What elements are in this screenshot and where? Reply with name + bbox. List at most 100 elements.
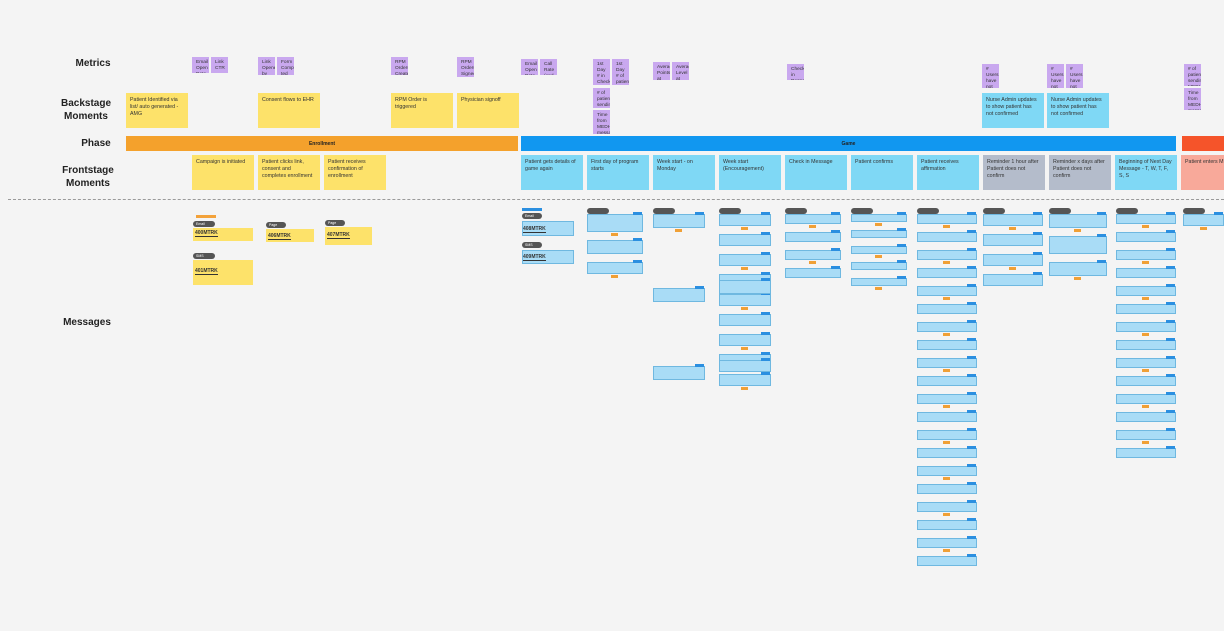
message-card (917, 448, 977, 458)
message-card (983, 234, 1043, 246)
backstage-sticky: Nurse Admin updates to show patient has … (1047, 93, 1109, 128)
message-tag (741, 307, 748, 310)
message-card (917, 286, 977, 296)
metric-sticky: Link Opened by X (258, 57, 275, 75)
metric-sticky: Time from MEDHELP message to Nurse Inter… (593, 110, 610, 134)
backstage-sticky: Nurse Admin updates to show patient has … (982, 93, 1044, 128)
message-tag (831, 212, 840, 215)
backstage-sticky: Patient Identified via list/ auto genera… (126, 93, 188, 128)
message-tag (831, 248, 840, 251)
message-tag (875, 255, 882, 258)
message-card (917, 520, 977, 530)
message-tag (1142, 441, 1149, 444)
phase-bar-next (1182, 136, 1224, 151)
message-card (917, 484, 977, 494)
message-card (719, 360, 771, 372)
message-tag (967, 338, 976, 341)
message-tag (695, 364, 704, 367)
message-tag (741, 387, 748, 390)
message-tag (897, 228, 906, 231)
frontstage-sticky: Reminder 1 hour after Patient does not c… (983, 155, 1045, 190)
frontstage-sticky: Week start - on Monday (653, 155, 715, 190)
message-tag (967, 248, 976, 251)
message-card (785, 232, 841, 242)
message-tag (761, 332, 770, 335)
metric-sticky: 1st Day # in Check-in Response Rate (593, 59, 610, 85)
message-channel-chip (983, 208, 1005, 214)
message-card (1116, 412, 1176, 422)
message-tag (967, 464, 976, 467)
message-tag (761, 352, 770, 355)
message-card (917, 394, 977, 404)
message-card (917, 412, 977, 422)
message-card (917, 268, 977, 278)
message-card (1116, 232, 1176, 242)
message-tag (741, 227, 748, 230)
message-tag (633, 260, 642, 263)
message-channel-chip: Email (193, 221, 215, 227)
message-tag (1009, 267, 1016, 270)
message-code: 400MTRK (195, 230, 218, 237)
message-tag (967, 500, 976, 503)
message-card (266, 229, 314, 242)
row-label-backstage: Backstage Moments (60, 98, 112, 122)
message-tag (943, 513, 950, 516)
message-channel-chip (851, 208, 873, 214)
message-channel-chip: SMS (522, 242, 542, 248)
message-tag (1097, 260, 1106, 263)
frontstage-sticky: First day of program starts (587, 155, 649, 190)
metric-sticky: # of patients sending MEDHELP (593, 88, 610, 108)
message-card (719, 254, 771, 266)
metric-sticky: RPM Orders Signed MD # (457, 57, 474, 77)
message-tag (522, 208, 542, 211)
frontstage-sticky: Beginning of Next Day Message - T, W, T,… (1115, 155, 1177, 190)
message-tag (761, 372, 770, 375)
message-tag (1166, 410, 1175, 413)
phase-bar-enrollment: Enrollment (126, 136, 518, 151)
message-card (917, 502, 977, 512)
message-tag (1142, 333, 1149, 336)
message-channel-chip (1183, 208, 1205, 214)
metric-sticky: Time from MEDHELP message to Nurse Inter… (1184, 88, 1201, 110)
message-card (719, 334, 771, 346)
message-channel-chip (587, 208, 609, 214)
message-channel-chip (653, 208, 675, 214)
message-tag (967, 446, 976, 449)
message-card (1116, 286, 1176, 296)
message-tag (967, 356, 976, 359)
message-tag (1166, 284, 1175, 287)
message-card (851, 230, 907, 238)
message-tag (675, 229, 682, 232)
message-card (1183, 214, 1224, 226)
message-tag (1097, 234, 1106, 237)
message-card (719, 214, 771, 226)
message-tag (761, 272, 770, 275)
metric-sticky: Check in Response Rate (787, 64, 804, 80)
message-tag (1166, 248, 1175, 251)
message-channel-chip (917, 208, 939, 214)
message-card (917, 322, 977, 332)
phase-bar-game: Game (521, 136, 1176, 151)
row-label-phase: Phase (81, 138, 111, 149)
message-tag (1142, 225, 1149, 228)
message-tag (761, 358, 770, 361)
message-card (917, 304, 977, 314)
message-tag (943, 405, 950, 408)
message-card (653, 214, 705, 228)
metric-sticky: 1st Day # of patients sending MEDHELP (612, 59, 629, 85)
message-tag (761, 252, 770, 255)
message-tag (1166, 356, 1175, 359)
message-tag (1166, 230, 1175, 233)
message-channel-chip: Page (325, 220, 345, 226)
message-code: 407MTRK (327, 232, 350, 239)
message-tag (1142, 369, 1149, 372)
metric-sticky: # of patients sending MEDHELP (1184, 64, 1201, 86)
message-channel-chip (1116, 208, 1138, 214)
message-card (1116, 376, 1176, 386)
message-card (983, 254, 1043, 266)
message-tag (943, 549, 950, 552)
metric-sticky: Email Open Rate (521, 59, 538, 75)
message-card (917, 340, 977, 350)
message-tag (1214, 212, 1223, 215)
message-tag (809, 225, 816, 228)
